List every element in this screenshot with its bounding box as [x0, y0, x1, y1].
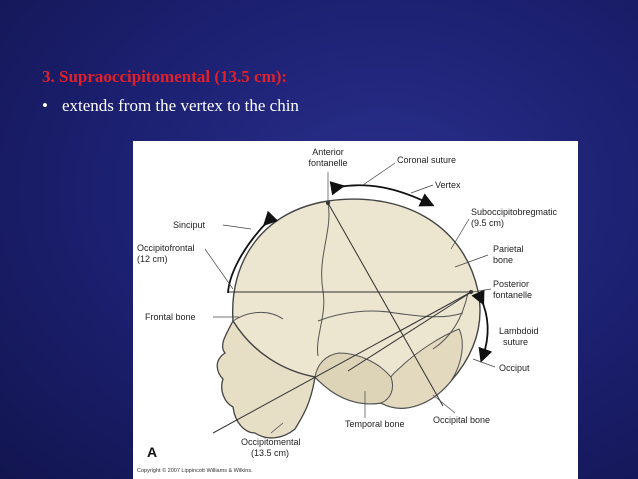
- occipitofrontal-arrow: [227, 210, 279, 294]
- skull-diagram: Anterior fontanelle Coronal suture Verte…: [137, 147, 558, 474]
- skull-figure: Anterior fontanelle Coronal suture Verte…: [133, 141, 578, 479]
- label-frontal-bone: Frontal bone: [145, 312, 196, 322]
- slide-bullet: • extends from the vertex to the chin: [42, 96, 299, 116]
- squamosal-suture-line: [317, 310, 464, 322]
- label-anterior-fontanelle-2: fontanelle: [308, 158, 347, 168]
- leader-occiput: [472, 358, 496, 368]
- leader-vertex: [410, 184, 434, 194]
- label-occipitomental-2: (13.5 cm): [251, 448, 289, 458]
- leader-parietal-bone: [454, 254, 489, 268]
- bullet-dot: •: [42, 96, 48, 115]
- label-anterior-fontanelle-1: Anterior: [312, 147, 344, 157]
- bullet-text: extends from the vertex to the chin: [61, 96, 299, 115]
- label-sinciput: Sinciput: [173, 220, 206, 230]
- label-posterior-fontanelle-1: Posterior: [493, 279, 529, 289]
- occiput-arrow: [471, 289, 493, 363]
- leader-occipitomental: [270, 422, 284, 434]
- copyright-text: Copyright © 2007 Lippincott Williams & W…: [137, 467, 253, 474]
- label-occipitomental-1: Occipitomental: [241, 437, 301, 447]
- vertex-arrow: [329, 181, 435, 207]
- label-lambdoid-suture-1: Lambdoid: [499, 326, 539, 336]
- suboccipitobregmatic-line: [347, 290, 474, 372]
- panel-letter: A: [147, 444, 157, 460]
- leader-suboccipitobregmatic: [450, 218, 470, 250]
- label-parietal-bone-1: Parietal: [493, 244, 524, 254]
- label-occipitofrontal-2: (12 cm): [137, 254, 168, 264]
- lambdoid-suture-line: [432, 292, 469, 350]
- label-suboccipitobregmatic-1: Suboccipitobregmatic: [471, 207, 558, 217]
- leader-occipitofrontal: [204, 248, 234, 290]
- frontal-eye-line: [232, 312, 284, 322]
- label-occipital-bone: Occipital bone: [433, 415, 490, 425]
- label-parietal-bone-2: bone: [493, 255, 513, 265]
- leader-sinciput: [222, 224, 252, 230]
- slide-heading: 3. Supraoccipitomental (13.5 cm):: [42, 67, 288, 86]
- label-occipitofrontal-1: Occipitofrontal: [137, 243, 195, 253]
- leader-posterior-fontanelle: [472, 288, 492, 293]
- label-lambdoid-suture-2: suture: [503, 337, 528, 347]
- posterior-fontanelle-dot: [469, 290, 473, 294]
- supraoccipitomental-line: [327, 202, 444, 407]
- label-vertex: Vertex: [435, 180, 461, 190]
- label-suboccipitobregmatic-2: (9.5 cm): [471, 218, 504, 228]
- leader-occipital-bone: [432, 394, 456, 414]
- leader-coronal-suture: [362, 162, 396, 186]
- label-posterior-fontanelle-2: fontanelle: [493, 290, 532, 300]
- label-temporal-bone: Temporal bone: [345, 419, 405, 429]
- coronal-suture-line: [317, 202, 330, 357]
- label-occiput: Occiput: [499, 363, 530, 373]
- occipitomental-line: [212, 290, 474, 434]
- label-coronal-suture: Coronal suture: [397, 155, 456, 165]
